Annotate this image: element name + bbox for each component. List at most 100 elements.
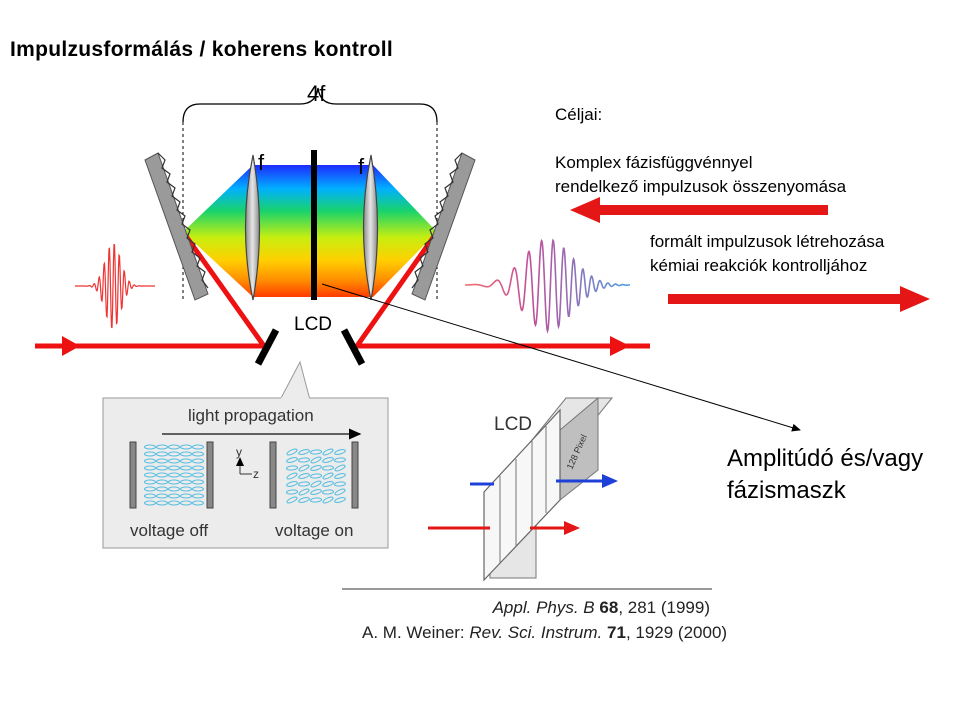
lc-molecule xyxy=(191,444,205,450)
goal-shaping-line2: kémiai reakciók kontrolljához xyxy=(650,256,868,275)
lc-molecule xyxy=(179,472,193,478)
lcd-label: LCD xyxy=(294,314,332,335)
goal-shaping-block: formált impulzusok létrehozása kémiai re… xyxy=(650,230,884,278)
lc-molecule xyxy=(179,500,193,506)
lc-molecule xyxy=(155,500,169,506)
lc-molecule xyxy=(334,488,346,496)
lc-molecule xyxy=(285,489,299,495)
lc-molecule xyxy=(321,465,335,471)
lc-molecule xyxy=(155,472,169,478)
lc-molecule xyxy=(191,472,205,478)
reference-line1: Appl. Phys. B 68, 281 (1999) xyxy=(430,595,710,620)
lc-molecule xyxy=(167,493,181,499)
lc-molecule xyxy=(322,481,334,487)
lc-molecule xyxy=(286,472,298,480)
goals-block: Céljai: Komplex fázisfüggvénnyel rendelk… xyxy=(555,103,846,199)
lc-molecule xyxy=(155,458,169,464)
lc-molecule xyxy=(143,500,157,506)
lc-molecule xyxy=(310,456,322,464)
left-fold-mirror xyxy=(254,328,280,366)
lc-molecule xyxy=(310,489,322,495)
axis-y-label: y xyxy=(236,445,242,459)
lc-molecule xyxy=(143,451,157,457)
lc-molecule xyxy=(179,458,193,464)
mask-pointer-line xyxy=(321,283,801,432)
voltage-off-label: voltage off xyxy=(130,521,208,540)
goal-compression-line2: rendelkező impulzusok összenyomása xyxy=(555,177,847,196)
lc-molecule xyxy=(179,486,193,492)
reference2-rest: , 1929 (2000) xyxy=(625,623,728,642)
reference1-rest: , 281 (1999) xyxy=(618,598,710,617)
shaping-arrow xyxy=(668,286,930,312)
lc-molecule xyxy=(322,496,334,504)
lc-molecule xyxy=(333,481,347,487)
lc-molecule xyxy=(179,493,193,499)
lc-molecule xyxy=(334,449,346,455)
compression-arrow xyxy=(570,197,828,223)
lc-molecule xyxy=(167,486,181,492)
lc-molecule xyxy=(286,457,298,463)
lc-molecule xyxy=(310,465,322,471)
inset-callout-pointer xyxy=(279,360,311,401)
right-grating xyxy=(411,152,476,301)
lc-molecule xyxy=(143,444,157,450)
lc-molecule xyxy=(334,473,346,479)
reference2-author: A. M. Weiner: xyxy=(362,623,465,642)
lc-molecule xyxy=(155,451,169,457)
four-f-label: 4f xyxy=(307,81,326,106)
axis-z-label: z xyxy=(253,467,259,481)
electrode-on-left xyxy=(269,441,277,509)
lc-molecule xyxy=(179,451,193,457)
output-pulse xyxy=(465,238,630,334)
f-left-label: f xyxy=(258,150,265,175)
lc-molecule xyxy=(155,444,169,450)
lc-molecules-on xyxy=(285,448,347,504)
mask-label: Amplitúdó és/vagy fázismaszk xyxy=(727,443,923,507)
input-arrowhead xyxy=(62,336,80,356)
lc-molecule xyxy=(191,458,205,464)
lc-molecule xyxy=(298,449,310,455)
lc-molecule xyxy=(167,458,181,464)
reference2-volume: 71 xyxy=(607,623,626,642)
lc-molecule xyxy=(155,486,169,492)
goals-heading: Céljai: xyxy=(555,105,603,124)
lc-molecule xyxy=(167,465,181,471)
lc-molecule xyxy=(298,464,310,472)
lc-molecule xyxy=(309,497,323,503)
lc-molecule xyxy=(286,448,298,456)
lc-molecule xyxy=(179,465,193,471)
reference1-volume: 68 xyxy=(599,598,619,617)
lc-molecule xyxy=(143,472,157,478)
lc-molecule xyxy=(286,496,298,504)
lcd-device-front xyxy=(483,408,561,582)
mask-label-line2: fázismaszk xyxy=(727,477,846,504)
page-title: Impulzusformálás / koherens kontroll xyxy=(10,38,394,61)
voltage-on-label: voltage on xyxy=(275,521,353,540)
lc-molecule xyxy=(191,500,205,506)
lc-molecule xyxy=(167,451,181,457)
lc-molecule xyxy=(191,479,205,485)
lc-molecule xyxy=(321,489,335,495)
lc-molecule xyxy=(297,457,311,463)
lc-molecule xyxy=(286,481,298,487)
output-beam xyxy=(352,230,650,349)
lc-molecule xyxy=(143,479,157,485)
lc-molecule xyxy=(309,473,323,479)
lc-molecule xyxy=(334,497,346,503)
lc-molecule xyxy=(143,486,157,492)
lcd-device-label: LCD xyxy=(494,414,532,435)
lc-molecule xyxy=(143,465,157,471)
lc-molecule xyxy=(297,481,311,487)
lc-molecule xyxy=(155,493,169,499)
lc-molecule xyxy=(334,464,346,472)
electrode-off-right xyxy=(206,441,214,509)
lc-molecule xyxy=(310,480,322,488)
lc-molecule xyxy=(179,479,193,485)
lc-molecule xyxy=(155,465,169,471)
lc-molecule xyxy=(298,488,310,496)
spectral-beam xyxy=(183,165,437,297)
lc-molecule xyxy=(333,457,347,463)
lc-molecule xyxy=(191,465,205,471)
goal-shaping-line1: formált impulzusok létrehozása xyxy=(650,232,885,251)
